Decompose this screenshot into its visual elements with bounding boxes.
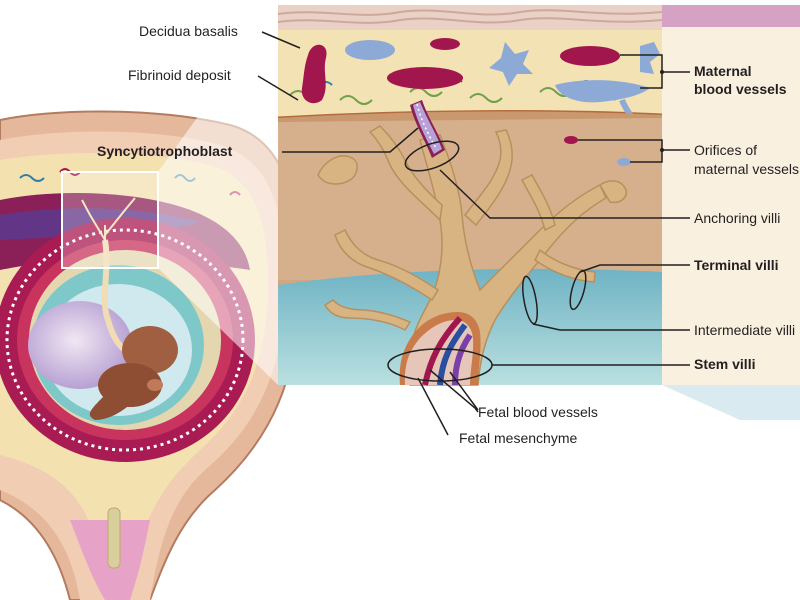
label-terminal-villi: Terminal villi — [694, 257, 779, 273]
uterus-overview — [0, 110, 302, 600]
maternal-vessels — [301, 38, 660, 120]
label-intermediate-villi: Intermediate villi — [694, 322, 796, 338]
legend-color-bar — [662, 5, 800, 27]
umbilical-cord — [101, 239, 127, 353]
label-orifices-line2: maternal vessels — [694, 161, 800, 177]
label-syncytiotrophoblast: Syncytiotrophoblast — [97, 143, 233, 159]
label-fetal-blood-vessels: Fetal blood vessels — [478, 404, 598, 420]
detail-panel — [277, 5, 663, 386]
label-maternal-blood-vessels-line1: Maternal — [694, 63, 752, 79]
leader-lines — [257, 31, 690, 436]
zoom-region-box — [61, 171, 159, 269]
label-stem-villi: Stem villi — [694, 356, 756, 372]
mini-villi — [81, 197, 136, 265]
embryo — [89, 326, 178, 420]
label-fibrinoid-deposit: Fibrinoid deposit — [128, 67, 231, 83]
label-maternal-blood-vessels-line2: blood vessels — [694, 81, 787, 97]
label-orifices-line1: Orifices of — [694, 142, 758, 158]
label-fetal-mesenchyme: Fetal mesenchyme — [459, 430, 578, 446]
zoom-projection — [158, 5, 278, 385]
label-anchoring-villi: Anchoring villi — [694, 210, 781, 226]
decidua-basalis — [278, 30, 662, 118]
label-decidua-basalis: Decidua basalis — [139, 23, 238, 39]
